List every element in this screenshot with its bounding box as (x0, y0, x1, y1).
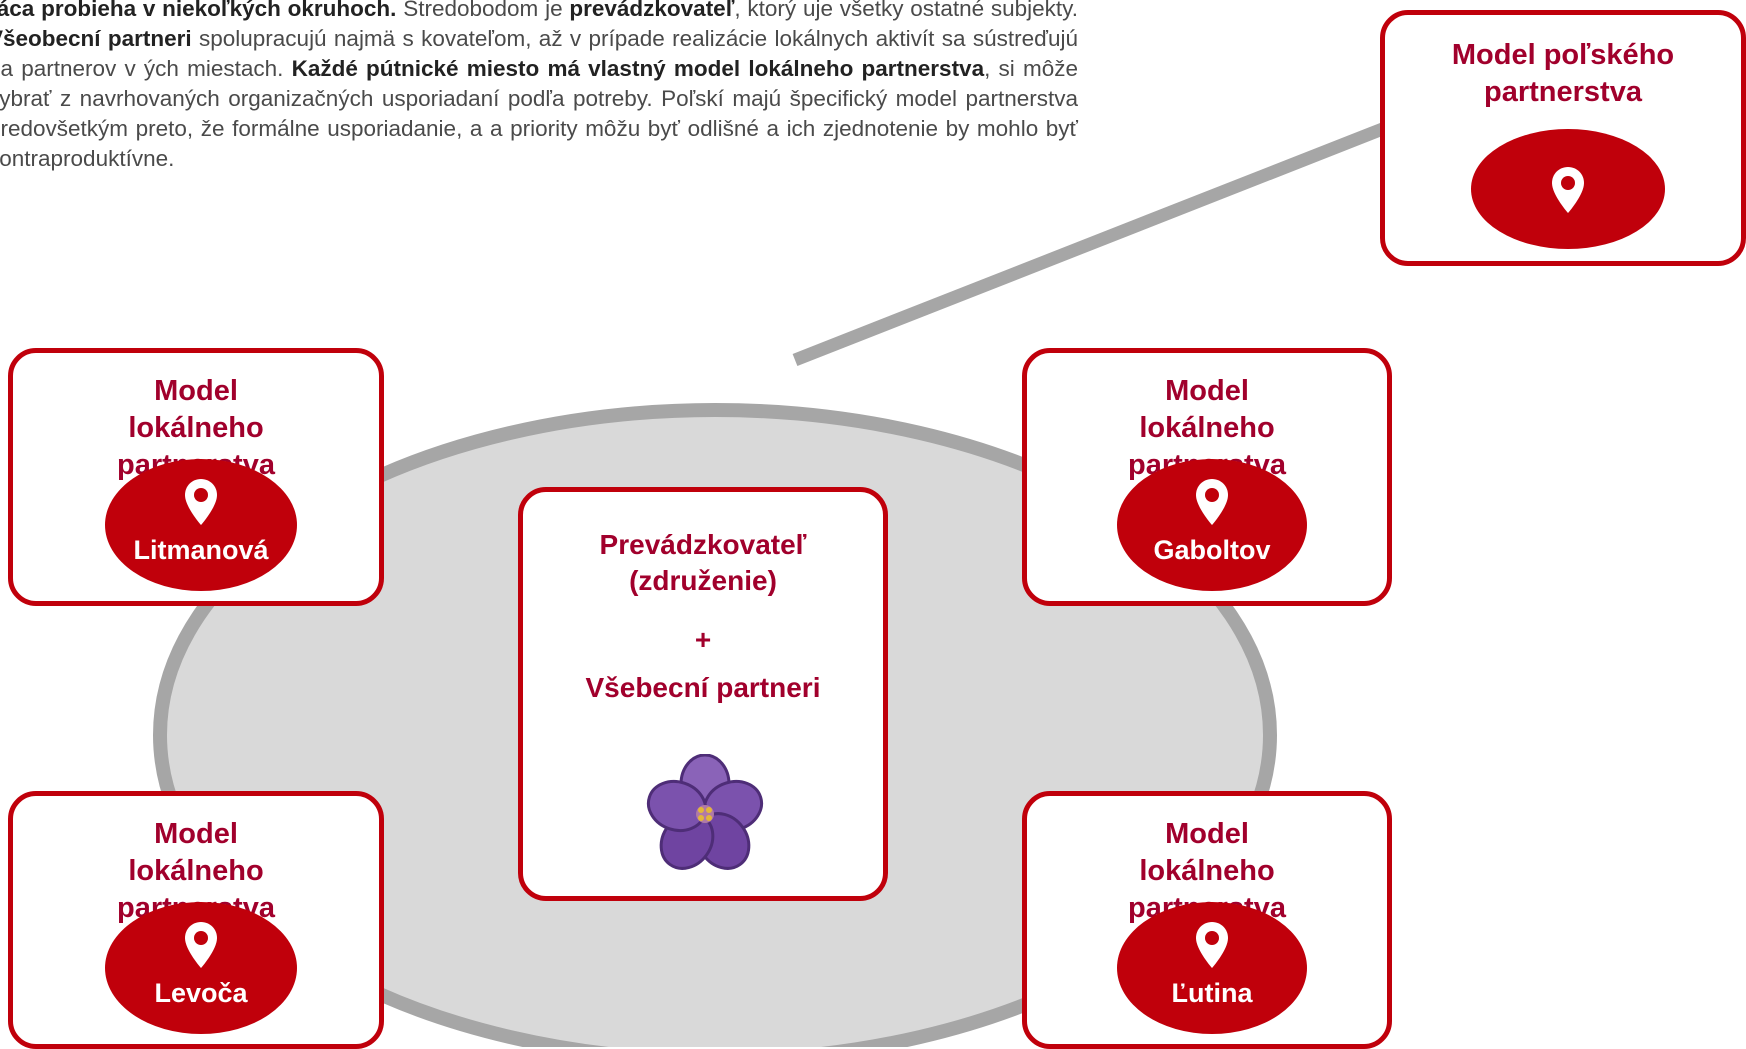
polish-model-title: Model poľského partnerstva (1451, 39, 1675, 108)
location-badge: Litmanová (105, 459, 297, 591)
polish-model-box: Model poľského partnerstva (1380, 10, 1746, 266)
local-model-levoca: Model lokálneho partnerstva Levoča (8, 791, 384, 1049)
polish-model-badge (1471, 129, 1665, 249)
violet-flower-icon (646, 754, 764, 870)
location-pin-icon (185, 922, 217, 968)
local-model-title: Model lokálneho partnerstva (117, 818, 275, 924)
local-model-lutina: Model lokálneho partnerstva Ľutina (1022, 791, 1392, 1049)
intro-text-1: Stredobodom je (396, 0, 570, 21)
location-badge: Ľutina (1117, 902, 1307, 1034)
place-name: Levoča (154, 978, 248, 1008)
place-name: Ľutina (1171, 978, 1253, 1008)
intro-text-3: spolupracujú najmä s kovateľom, až v prí… (0, 26, 1078, 81)
intro-bold-3: Všeobecní partneri (0, 26, 192, 51)
location-pin-icon (1196, 922, 1228, 968)
location-pin-icon (185, 479, 217, 525)
intro-paragraph: ráca probieha v niekoľkých okruhoch. Str… (0, 0, 1078, 174)
local-model-litmanova: Model lokálneho partnerstva Litmanová (8, 348, 384, 606)
operator-label: Prevádzkovateľ (združenie) (599, 529, 807, 596)
place-name: Litmanová (133, 535, 269, 565)
connector-line (792, 121, 1388, 367)
location-pin-icon (1552, 167, 1584, 213)
intro-bold-2: prevádzkovateľ (569, 0, 735, 21)
plus-sign: + (694, 624, 712, 655)
general-partners-label: Všebecní partneri (585, 672, 821, 703)
local-model-gaboltov: Model lokálneho partnerstva Gaboltov (1022, 348, 1392, 606)
location-badge: Levoča (105, 902, 297, 1034)
local-model-title: Model lokálneho partnerstva (1128, 375, 1286, 481)
location-pin-icon (1196, 479, 1228, 525)
intro-bold-4: Každé pútnické miesto má vlastný model l… (291, 56, 985, 81)
intro-bold-1: ráca probieha v niekoľkých okruhoch. (0, 0, 397, 21)
intro-text-2: , ktorý uje všetky ostatné subjekty. (734, 0, 1079, 21)
location-badge: Gaboltov (1117, 459, 1307, 591)
place-name: Gaboltov (1153, 535, 1271, 565)
center-box: Prevádzkovateľ (združenie) + Všebecní pa… (518, 487, 888, 901)
intro-text-4: , si môže vybrať z navrhovaných organiza… (0, 56, 1078, 171)
